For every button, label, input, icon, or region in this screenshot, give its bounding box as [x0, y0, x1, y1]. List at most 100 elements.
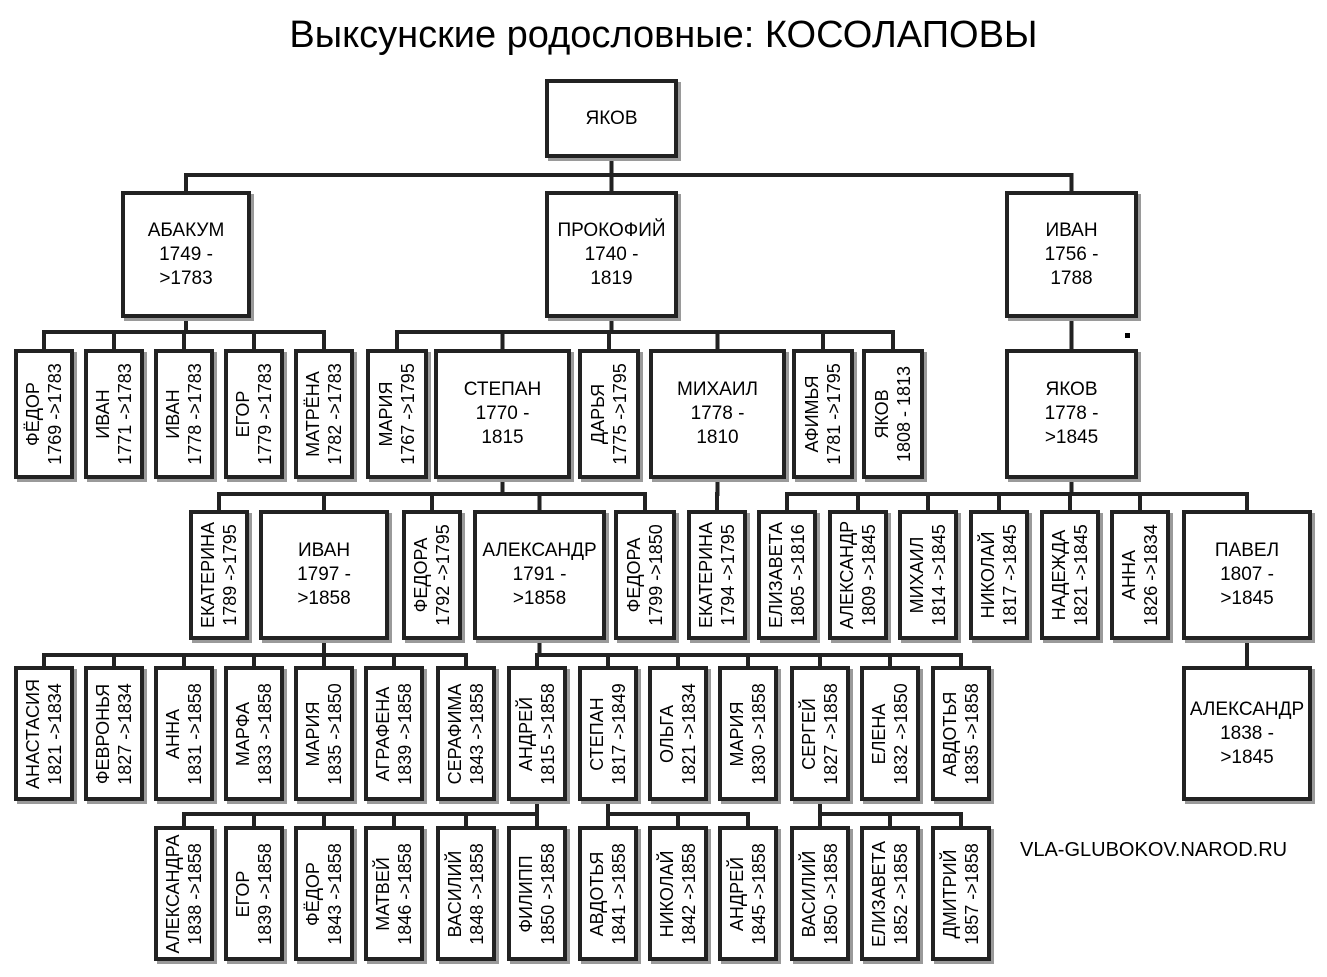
person-dates: 1838 ->1858: [185, 842, 205, 945]
person-dates: 1839 ->1858: [395, 682, 415, 785]
page-title: Выксунские родословные: КОСОЛАПОВЫ: [289, 14, 1038, 56]
person-dates: 1845 ->1858: [749, 842, 769, 945]
person-name: НИКОЛАЙ: [657, 850, 677, 937]
person-dates: 1817 ->1849: [609, 682, 629, 785]
person-dates: 1808 - 1813: [894, 365, 914, 463]
person-dates: 1827 ->1834: [115, 682, 135, 785]
person-dates: >1845: [1220, 588, 1274, 609]
person-name: МАРИЯ: [376, 381, 396, 447]
person-name: АБАКУМ: [147, 219, 225, 241]
person-dates: >1858: [512, 588, 567, 609]
person-name: ФЕДОРА: [624, 537, 644, 613]
person-dates: 1775 ->1795: [610, 363, 630, 465]
person-name: МИХАИЛ: [907, 536, 927, 614]
person-name: СТЕПАН: [587, 696, 607, 771]
person-name: АВДОТЬЯ: [587, 851, 607, 936]
person-dates: 1779 ->1783: [255, 363, 275, 465]
person-name: НИКОЛАЙ: [978, 531, 998, 619]
person-name: НАДЕЖДА: [1049, 529, 1069, 621]
site-credit: VLA-GLUBOKOV.NAROD.RU: [1020, 839, 1288, 861]
person-dates: 1769 ->1783: [45, 363, 65, 465]
person-name: ЕЛИЗАВЕТА: [869, 840, 889, 947]
person-dates: 1821 ->1834: [679, 682, 699, 785]
person-dates: 1805 ->1816: [788, 524, 808, 626]
person-dates: 1782 ->1783: [325, 363, 345, 465]
person-name: МАРФА: [233, 701, 253, 766]
person-dates: 1810: [696, 427, 739, 448]
person-name: ФИЛИПП: [516, 854, 536, 933]
person-dates: 1857 ->1858: [962, 842, 982, 945]
person-dates: 1841 ->1858: [609, 842, 629, 945]
person-name: ДАРЬЯ: [588, 383, 608, 445]
person-dates: 1781 ->1795: [824, 363, 844, 465]
person-name: ЕГОР: [233, 390, 253, 438]
person-dates: 1832 ->1850: [891, 682, 911, 785]
person-dates: 1767 ->1795: [398, 363, 418, 465]
person-name: ФЕВРОНЬЯ: [93, 683, 113, 784]
person-name: АЛЕКСАНДР: [1189, 698, 1305, 720]
person-dates: >1858: [297, 588, 351, 609]
person-name: СЕРАФИМА: [445, 683, 465, 784]
person-name: ПАВЕЛ: [1214, 540, 1280, 561]
person-name: АВДОТЬЯ: [940, 691, 960, 776]
person-dates: 1788: [1050, 267, 1093, 289]
person-dates: 1799 ->1850: [646, 524, 666, 626]
person-dates: 1850 ->1858: [821, 842, 841, 945]
person-name: АЛЕКСАНДР: [482, 540, 597, 561]
person-dates: 1821 ->1845: [1071, 524, 1091, 626]
person-dates: 1815: [481, 427, 524, 448]
person-name: ФЁДОР: [23, 382, 43, 446]
person-dates: 1809 ->1845: [859, 524, 879, 626]
person-dates: 1792 ->1795: [433, 524, 453, 626]
person-name: АГРАФЕНА: [373, 686, 393, 781]
person-name: МАТВЕЙ: [373, 856, 393, 931]
person-name: МАРИЯ: [303, 701, 323, 766]
person-name: ЕЛИЗАВЕТА: [766, 521, 786, 629]
person-name: ВАСИЛИЙ: [445, 850, 465, 937]
person-name: ЯКОВ: [1045, 379, 1098, 400]
person-dates: 1826 ->1834: [1141, 524, 1161, 626]
person-name: ОЛЬГА: [657, 704, 677, 763]
